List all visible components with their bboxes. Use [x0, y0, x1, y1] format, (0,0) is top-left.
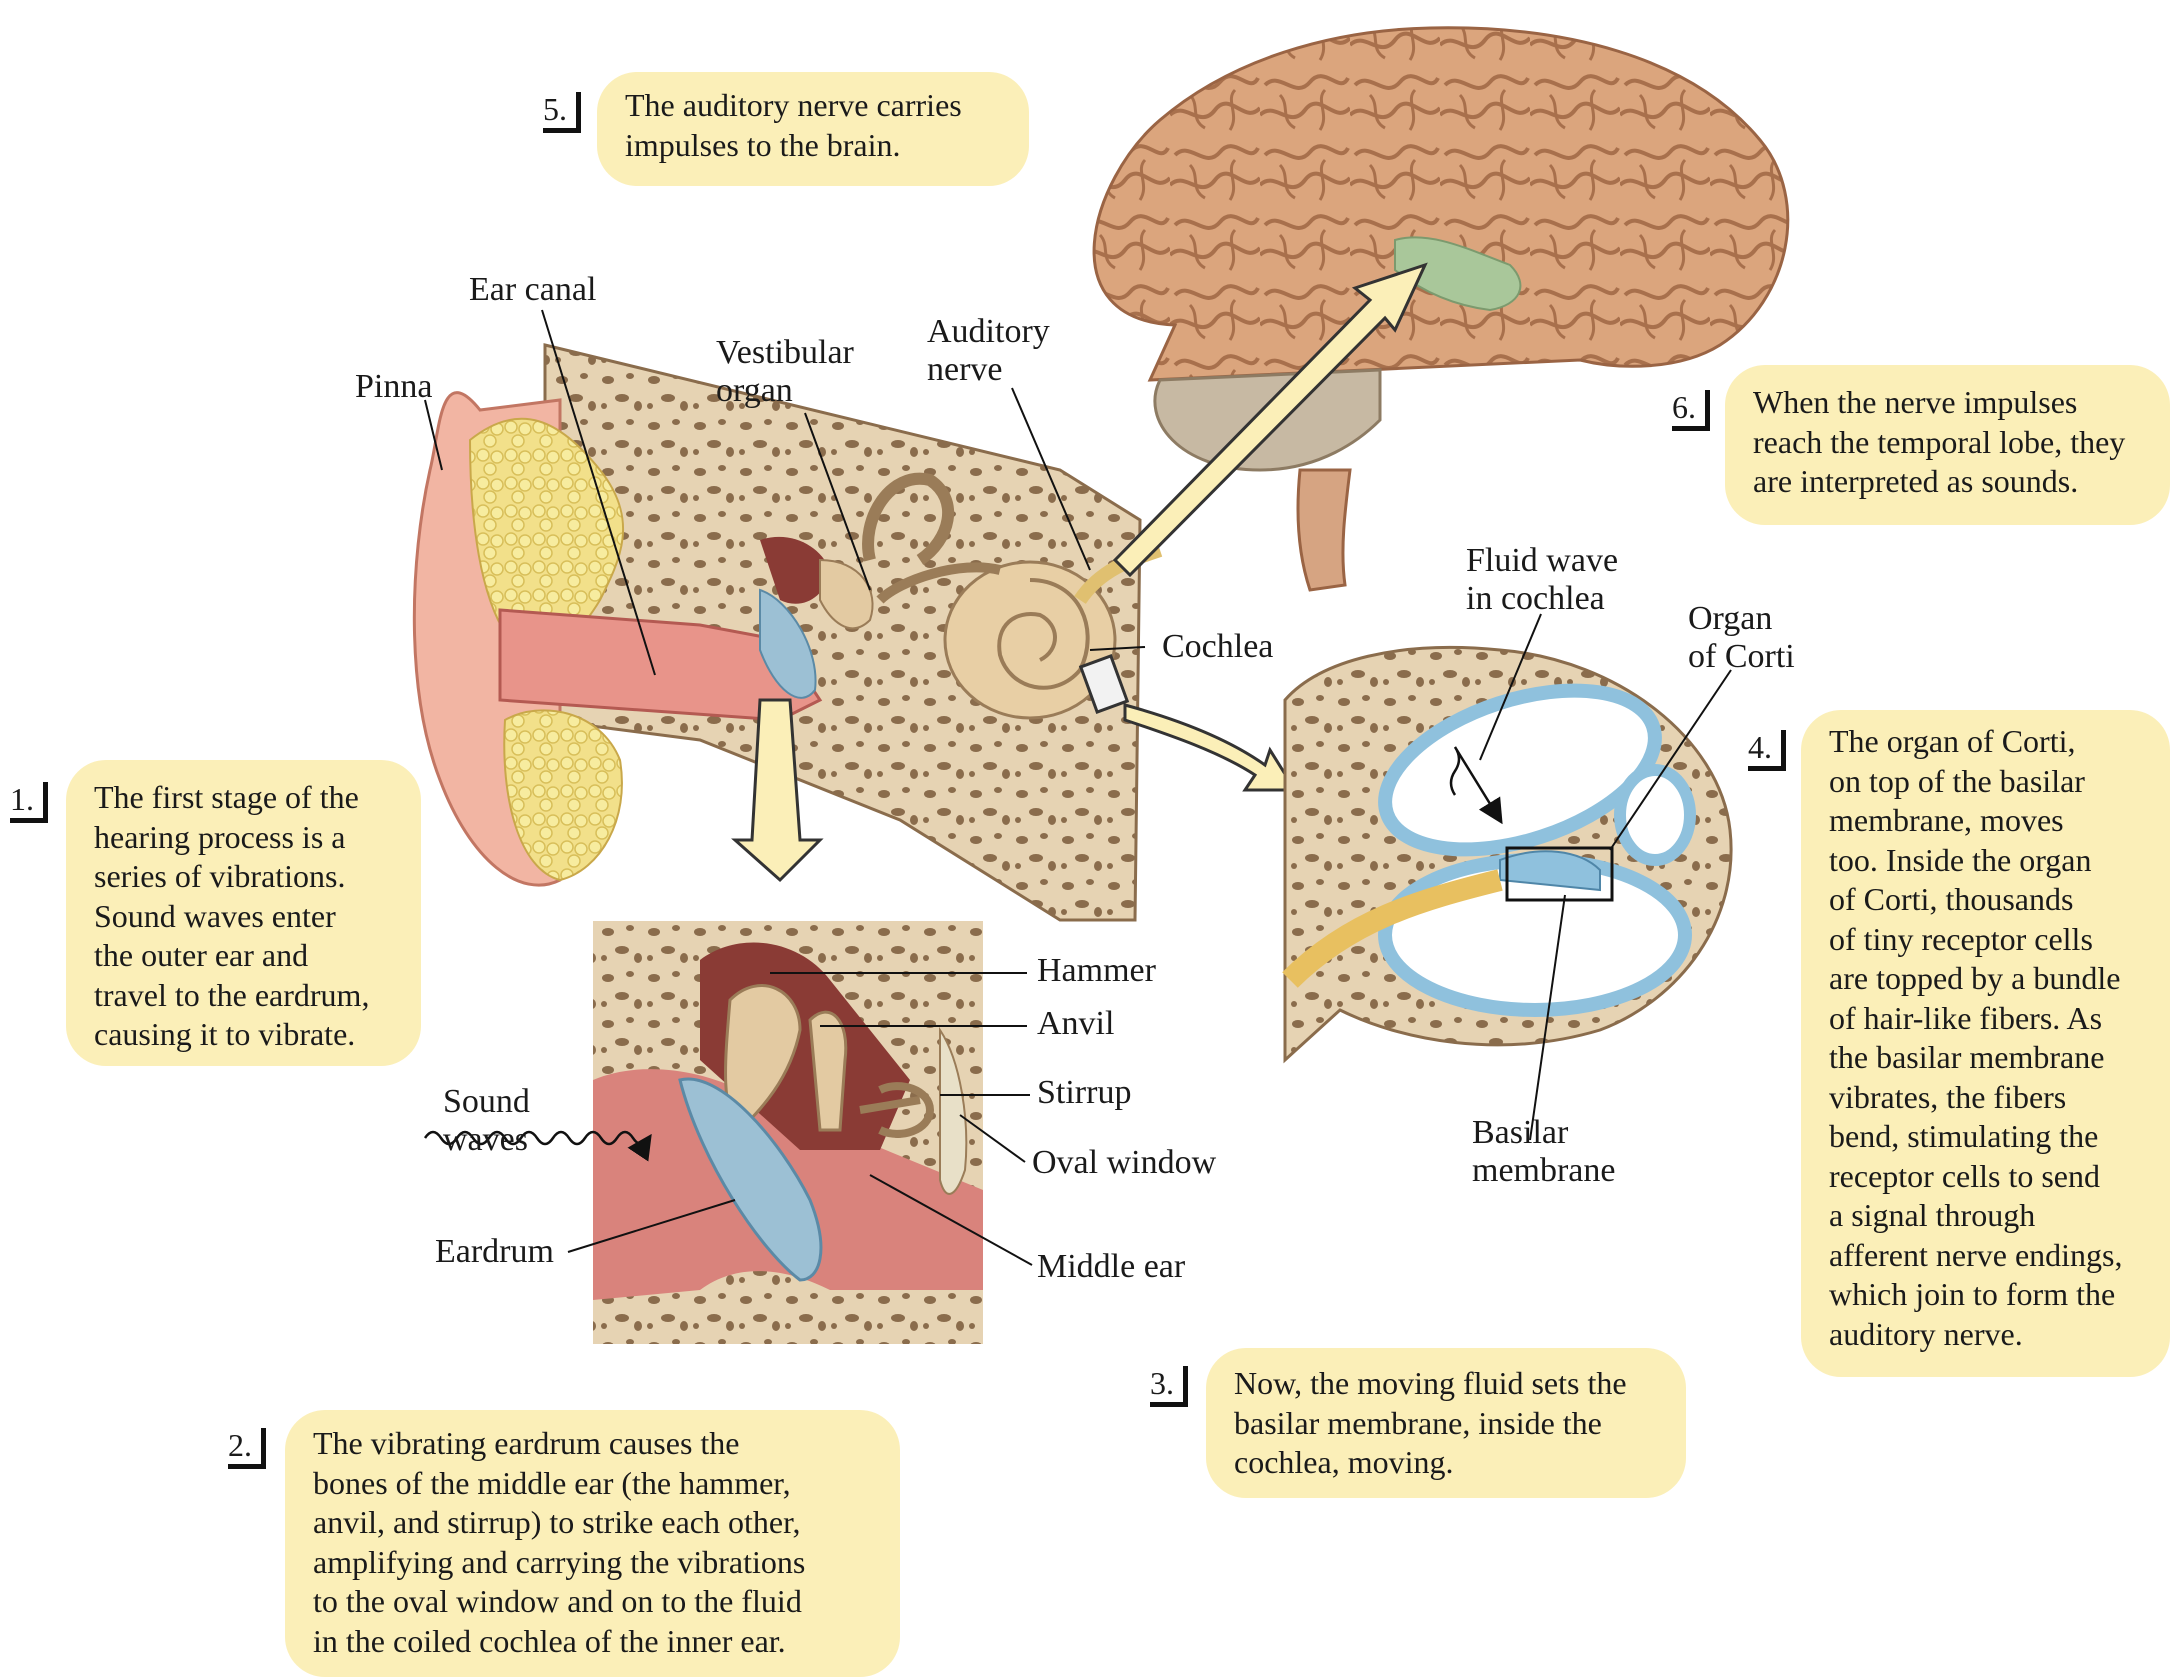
sound-wave-squiggle: [423, 1130, 652, 1162]
organ-of-corti-label: Organ of Corti: [1688, 600, 1795, 676]
organ-of-corti-label-line1: Organ: [1688, 600, 1773, 637]
step-4-line: of tiny receptor cells: [1829, 920, 2093, 957]
eardrum-label: Eardrum: [435, 1233, 554, 1270]
fluid-wave-squiggle: [1449, 746, 1503, 825]
step-4-number: 4.: [1748, 730, 1786, 771]
step-4-line: the basilar membrane: [1829, 1039, 2105, 1075]
sound-waves-label: Sound waves: [443, 1083, 530, 1159]
step-5-line: The auditory nerve carries: [625, 87, 962, 123]
fluid-wave-label-line1: Fluid wave: [1466, 542, 1619, 579]
step-3-line: Now, the moving fluid sets the: [1234, 1365, 1627, 1401]
step-4-line: of hair-like fibers. As: [1829, 999, 2103, 1036]
auditory-nerve-label-line2: nerve: [927, 351, 1003, 388]
step-6-number: 6.: [1672, 390, 1710, 431]
step-4-line: too. Inside the organ: [1829, 841, 2092, 878]
middle-ear-inset: [593, 921, 983, 1344]
basilar-membrane-label-line2: membrane: [1472, 1152, 1616, 1189]
step-2-line: amplifying and carrying the vibrations: [313, 1543, 806, 1580]
step-2-line: in the coiled cochlea of the inner ear.: [313, 1622, 786, 1659]
step-4-line: on top of the basilar: [1829, 762, 2085, 799]
step-2-line: bones of the middle ear (the hammer,: [313, 1464, 791, 1501]
step-4-callout: The organ of Corti, on top of the basila…: [1801, 710, 2170, 1377]
flow-arrows: [731, 262, 1428, 883]
step-5-callout: The auditory nerve carries impulses to t…: [597, 72, 1029, 186]
step-4-line: a signal through: [1829, 1197, 2036, 1233]
cochlea-label: Cochlea: [1162, 628, 1274, 665]
step-2-line: The vibrating eardrum causes the: [313, 1425, 740, 1461]
basilar-membrane-label-line1: Basilar: [1472, 1114, 1569, 1151]
step-4-line: afferent nerve endings,: [1829, 1236, 2123, 1273]
leader-lines: [424, 309, 1732, 1266]
step-1-line: Sound waves enter: [94, 897, 336, 934]
anvil-label: Anvil: [1037, 1005, 1115, 1042]
step-4-line: vibrates, the fibers: [1829, 1078, 2067, 1115]
vestibular-organ-label-line2: organ: [716, 372, 793, 409]
step-2-callout: The vibrating eardrum causes the bones o…: [285, 1410, 900, 1677]
organ-of-corti-label-line2: of Corti: [1688, 638, 1795, 675]
step-4-line: of Corti, thousands: [1829, 881, 2074, 917]
step-4-line: The organ of Corti,: [1829, 723, 2076, 759]
step-1-number: 1.: [10, 782, 48, 823]
step-3-line: basilar membrane, inside the: [1234, 1404, 1602, 1441]
step-1-line: the outer ear and: [94, 937, 309, 973]
pinna-label: Pinna: [355, 368, 433, 405]
hammer-label: Hammer: [1037, 952, 1156, 989]
sound-waves-label-line2: waves: [443, 1121, 528, 1158]
auditory-nerve-label: Auditory nerve: [927, 313, 1050, 389]
sound-waves-label-line1: Sound: [443, 1083, 530, 1120]
step-3-callout: Now, the moving fluid sets the basilar m…: [1206, 1348, 1686, 1498]
step-4-line: bend, stimulating the: [1829, 1118, 2099, 1154]
step-1-line: causing it to vibrate.: [94, 1016, 356, 1052]
vestibular-organ-label: Vestibular organ: [716, 334, 854, 410]
step-5-number: 5.: [543, 92, 581, 133]
step-4-line: receptor cells to send: [1829, 1157, 2100, 1194]
brain-illustration: [1092, 26, 1790, 592]
middle-ear-label: Middle ear: [1037, 1248, 1186, 1285]
step-1-line: travel to the eardrum,: [94, 976, 370, 1013]
step-1-line: hearing process is a: [94, 818, 346, 855]
ear-canal-label: Ear canal: [469, 271, 597, 308]
step-4-line: membrane, moves: [1829, 802, 2064, 838]
step-4-line: are topped by a bundle: [1829, 960, 2121, 996]
step-2-number: 2.: [228, 1428, 266, 1469]
step-2-line: to the oval window and on to the fluid: [313, 1583, 802, 1619]
stirrup-label: Stirrup: [1037, 1074, 1132, 1111]
step-6-line: are interpreted as sounds.: [1753, 463, 2079, 499]
ear-cross-section: [412, 343, 1163, 922]
step-1-line: series of vibrations.: [94, 858, 346, 894]
step-1-line: The first stage of the: [94, 779, 359, 815]
step-1-callout: The first stage of the hearing process i…: [66, 760, 421, 1066]
step-6-callout: When the nerve impulses reach the tempor…: [1725, 365, 2170, 525]
vestibular-organ-label-line1: Vestibular: [716, 334, 854, 371]
basilar-membrane-label: Basilar membrane: [1472, 1114, 1616, 1190]
auditory-nerve-label-line1: Auditory: [927, 313, 1050, 350]
fluid-wave-label: Fluid wave in cochlea: [1466, 542, 1618, 618]
cochlea-cross-section: [1282, 645, 1733, 1064]
fluid-wave-label-line2: in cochlea: [1466, 580, 1605, 617]
step-6-line: When the nerve impulses: [1753, 384, 2078, 420]
step-2-line: anvil, and stirrup) to strike each other…: [313, 1504, 801, 1540]
step-4-line: auditory nerve.: [1829, 1315, 2023, 1352]
step-4-line: which join to form the: [1829, 1276, 2116, 1312]
step-3-number: 3.: [1150, 1366, 1188, 1407]
oval-window-label: Oval window: [1032, 1144, 1217, 1181]
step-5-line: impulses to the brain.: [625, 126, 901, 163]
step-3-line: cochlea, moving.: [1234, 1444, 1454, 1480]
step-6-line: reach the temporal lobe, they: [1753, 423, 2126, 460]
